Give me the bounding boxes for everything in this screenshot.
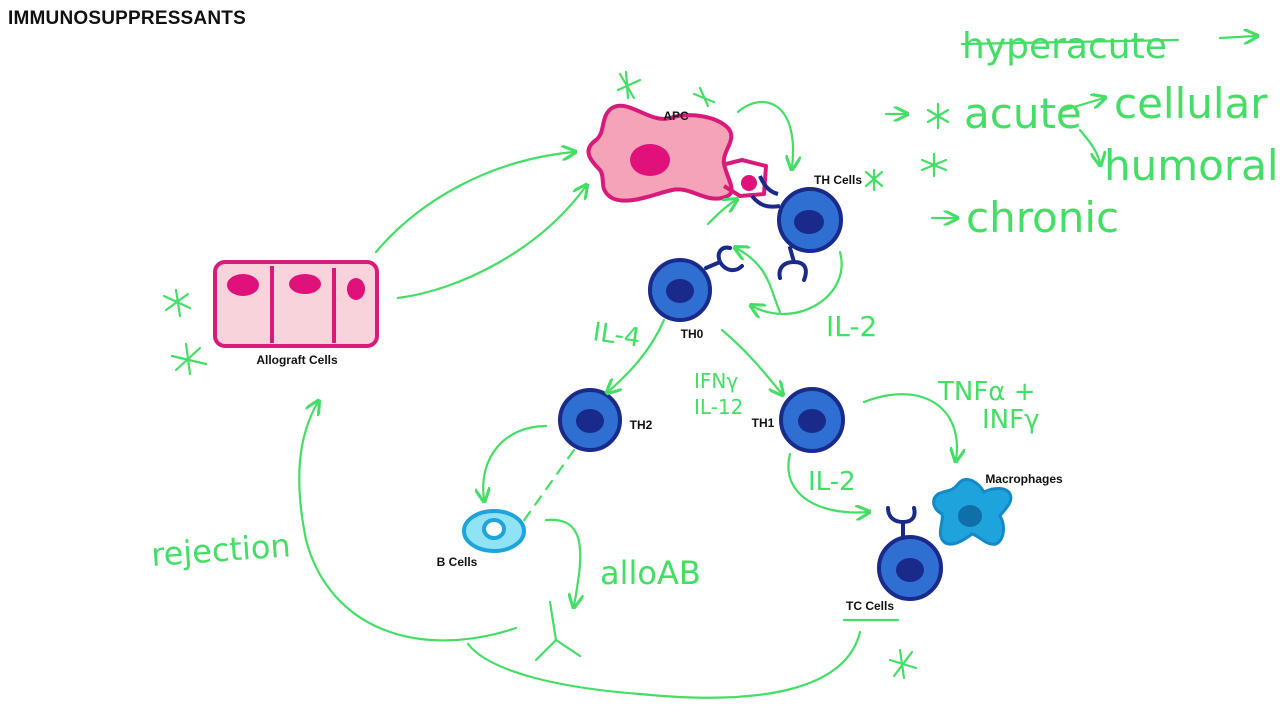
th1-label: TH1 xyxy=(752,416,775,430)
antibody-symbol xyxy=(534,600,582,662)
allograft-cells-label: Allograft Cells xyxy=(256,353,338,367)
b-cells-label: B Cells xyxy=(437,555,478,569)
infy-annotation: INFγ xyxy=(982,405,1039,435)
il2-bottom-annotation: IL-2 xyxy=(808,467,856,497)
tc-cell xyxy=(877,506,943,601)
flow-arrows xyxy=(298,36,1256,699)
apc-cell xyxy=(586,103,768,203)
macrophages-label: Macrophages xyxy=(985,472,1063,486)
star-marks xyxy=(162,70,950,680)
il4-annotation: IL-4 xyxy=(591,317,642,353)
b-cell xyxy=(462,509,526,553)
th1-cell xyxy=(779,387,845,453)
th-cell xyxy=(750,175,843,282)
humoral-annotation: humoral xyxy=(1104,141,1279,190)
th2-label: TH2 xyxy=(630,418,653,432)
th0-cell xyxy=(648,245,744,322)
page-title: IMMUNOSUPPRESSANTS xyxy=(8,8,246,29)
il2-top-annotation: IL-2 xyxy=(826,310,877,343)
apc-label: APC xyxy=(663,109,689,123)
tnfa-annotation: TNFα + xyxy=(937,377,1035,407)
allograft-cells xyxy=(213,260,379,348)
th-cells-label: TH Cells xyxy=(814,173,862,187)
th0-label: TH0 xyxy=(681,327,704,341)
ifng-annotation: IFNγ xyxy=(694,369,738,393)
th2-cell xyxy=(558,388,622,452)
alloab-annotation: alloAB xyxy=(600,554,701,592)
rejection-annotation: rejection xyxy=(150,526,292,574)
hyperacute-annotation: hyperacute xyxy=(962,26,1167,67)
tc-cells-label: TC Cells xyxy=(846,599,894,613)
macrophage-cell xyxy=(932,478,1013,546)
acute-annotation: acute xyxy=(964,89,1082,138)
il12-annotation: IL-12 xyxy=(694,395,743,419)
chronic-annotation: chronic xyxy=(966,193,1119,242)
cellular-annotation: cellular xyxy=(1114,79,1268,128)
